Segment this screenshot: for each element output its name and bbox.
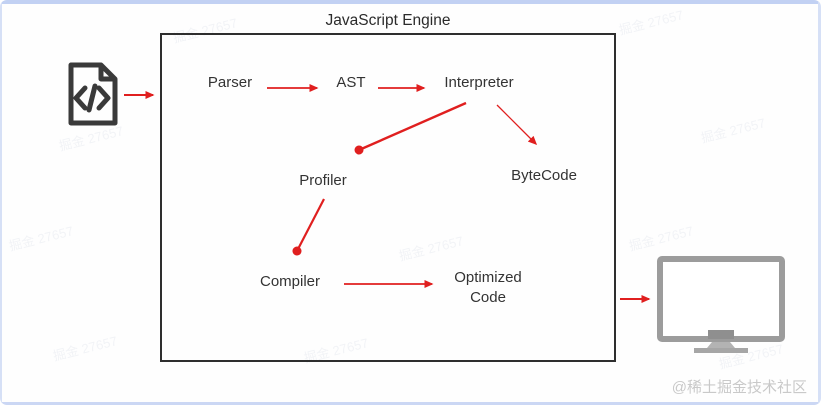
frame-edge-left (0, 0, 2, 405)
frame-edge-bottom (0, 402, 821, 405)
engine-box (160, 33, 616, 362)
frame-edge-top (0, 0, 821, 4)
node-label-profiler: Profiler (299, 172, 347, 189)
node-label-compiler: Compiler (259, 273, 320, 290)
diagram-title: JavaScript Engine (325, 12, 451, 29)
edge-interpreter-to-bytecode (496, 104, 538, 146)
edge-interpreter-to-profiler (354, 101, 467, 155)
code-file-icon (68, 62, 118, 126)
monitor-icon (657, 256, 785, 353)
community-credit: @稀土掘金技术社区 (671, 379, 807, 396)
node-label-parser: Parser (207, 74, 253, 91)
node-label-interpreter: Interpreter (444, 74, 514, 91)
node-label-optimized-code: Optimized Code (454, 269, 522, 306)
node-label-ast: AST (336, 74, 366, 91)
frame-edge-right (818, 0, 821, 405)
edge-profiler-to-compiler (292, 198, 325, 256)
node-label-bytecode: ByteCode (511, 167, 577, 184)
